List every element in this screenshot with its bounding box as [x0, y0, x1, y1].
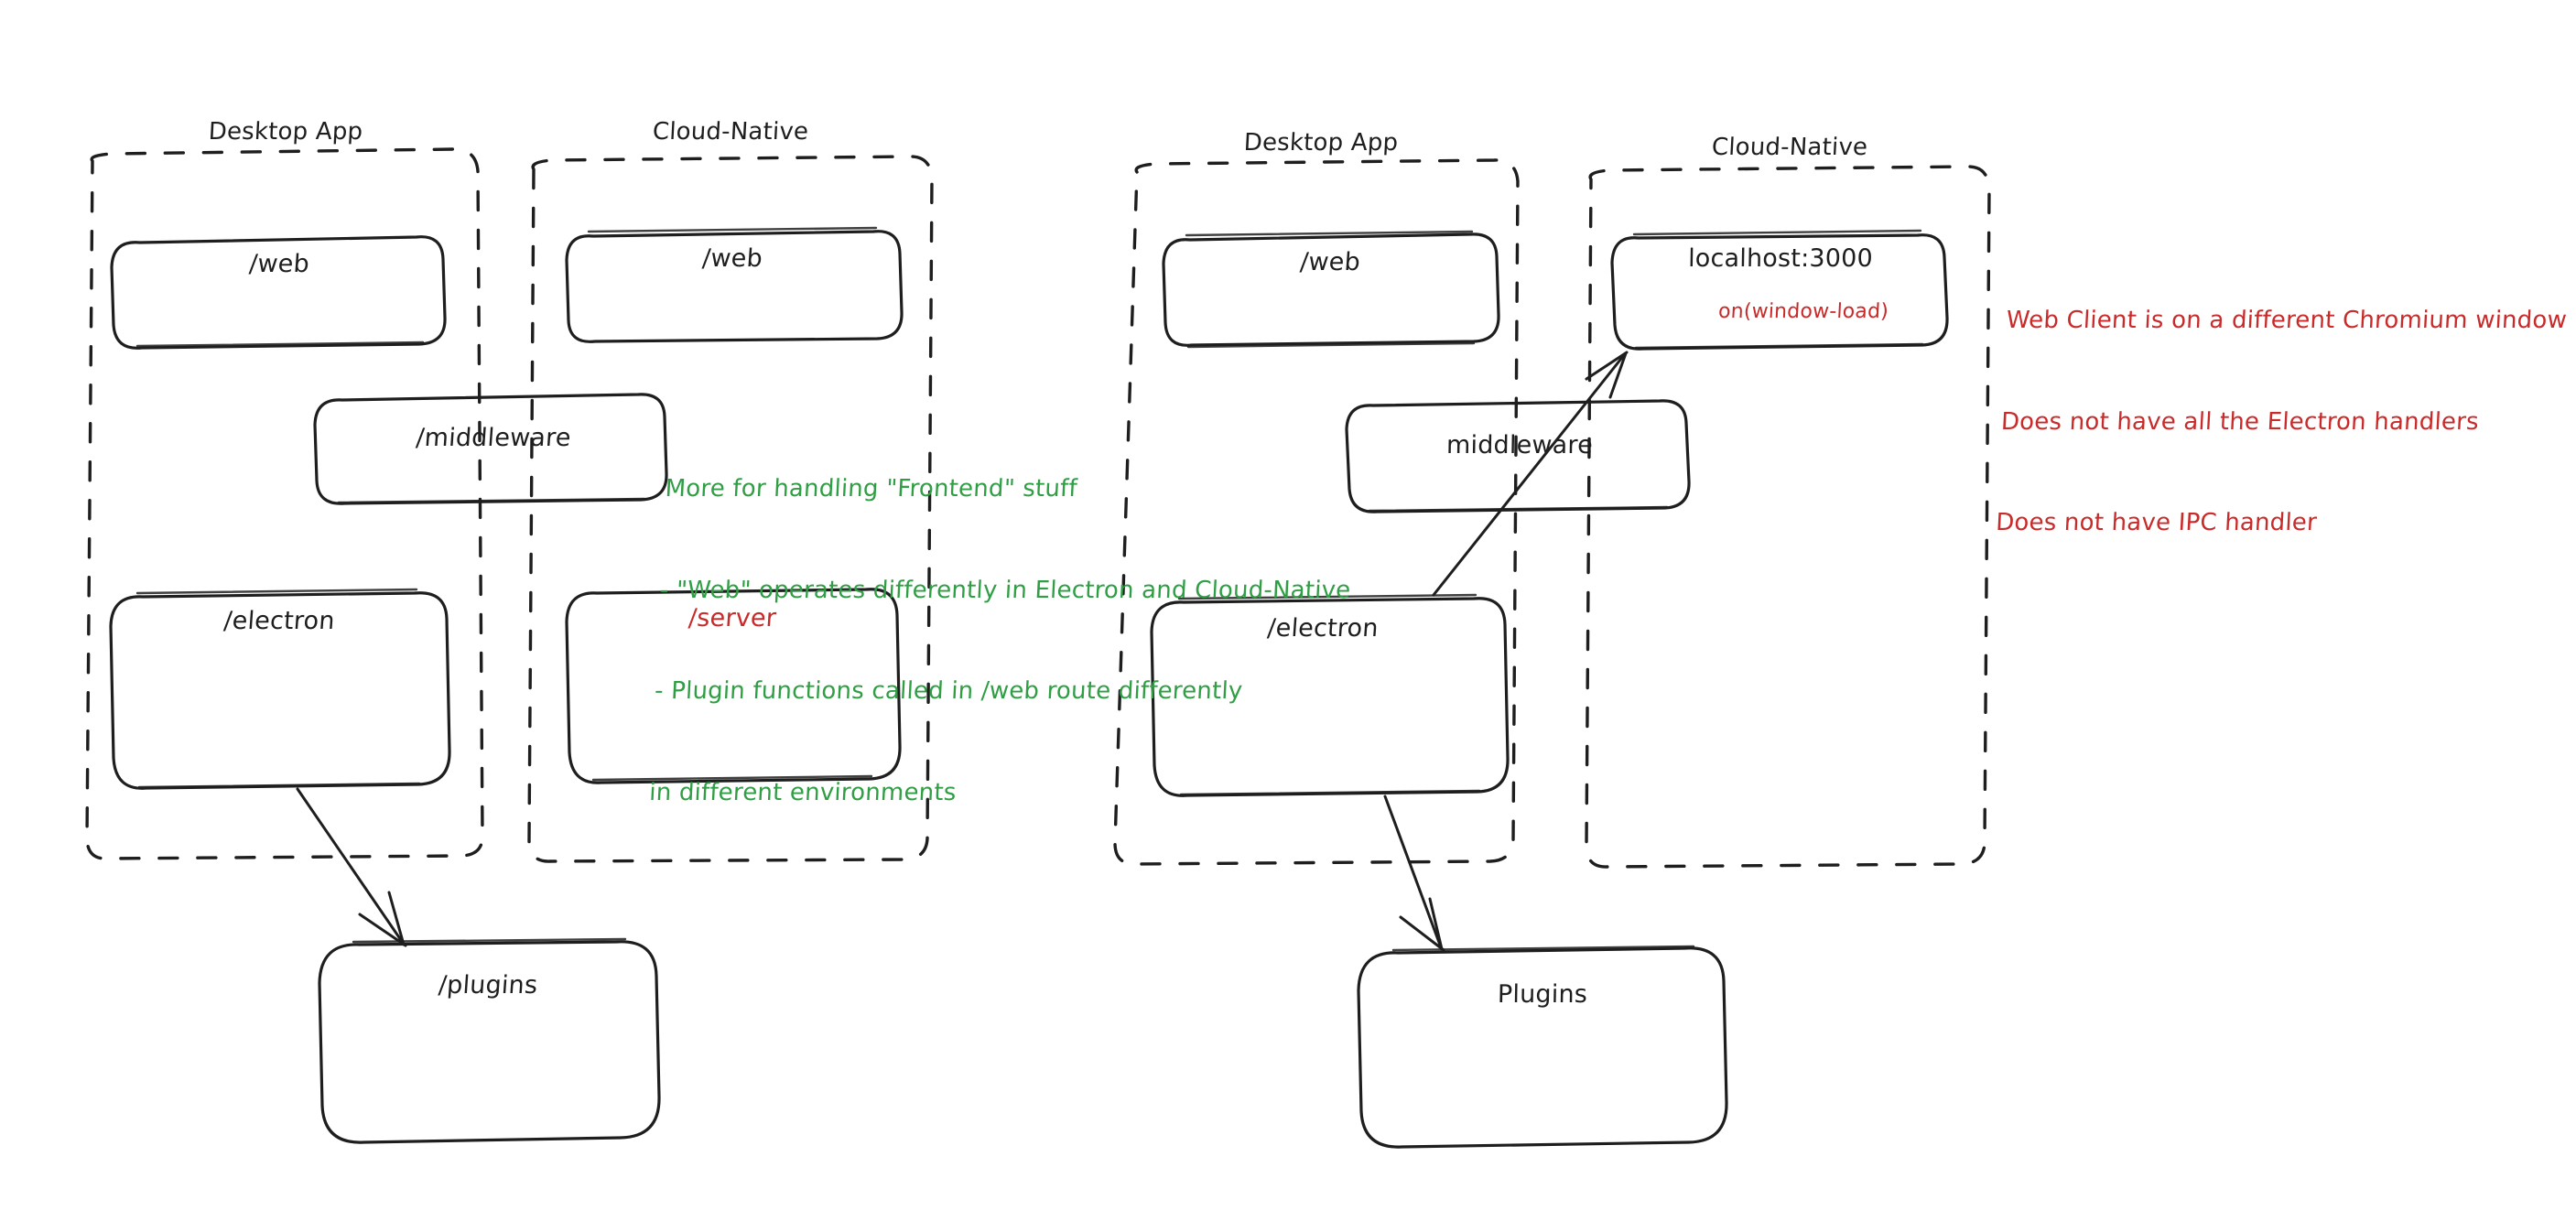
right-middleware-box-label[interactable]: middleware: [1445, 431, 1594, 459]
green-note-line-4: in different environments: [648, 778, 958, 806]
left-desktop-group-title: Desktop App: [207, 118, 364, 146]
left-electron-to-plugins-arrow: [296, 787, 407, 947]
red-note-line-2: Does not have all the Electron handlers: [2000, 407, 2480, 436]
right-localhost-box-sublabel: on(window-load): [1717, 300, 1889, 323]
left-middleware-box-label[interactable]: /middleware: [415, 424, 572, 452]
right-electron-box-label[interactable]: /electron: [1266, 614, 1380, 643]
green-note-line-2: - "Web" operates differently in Electron…: [659, 576, 1352, 604]
red-annotation-note: Web Client is on a different Chromium wi…: [1991, 236, 2576, 608]
green-note-line-1: More for handling "Frontend" stuff: [664, 474, 1078, 503]
right-cloud-group-title: Cloud-Native: [1711, 134, 1868, 161]
left-electron-box-label[interactable]: /electron: [222, 607, 336, 635]
red-note-line-3: Does not have IPC handler: [1995, 509, 2318, 537]
left-desktop-web-box-label[interactable]: /web: [248, 250, 310, 278]
left-cloud-web-box-label[interactable]: /web: [701, 244, 763, 273]
green-note-line-3: - Plugin functions called in /web route …: [654, 677, 1244, 706]
right-plugins-box-label[interactable]: Plugins: [1497, 980, 1588, 1009]
left-plugins-box-label[interactable]: /plugins: [437, 971, 539, 1000]
right-desktop-group-title: Desktop App: [1242, 129, 1400, 157]
right-desktop-web-box-label[interactable]: /web: [1299, 248, 1361, 276]
red-note-line-1: Web Client is on a different Chromium wi…: [2006, 306, 2568, 334]
electron-to-localhost-arrow: [1432, 351, 1629, 597]
right-plugins-box-border: [1357, 945, 1728, 1149]
right-localhost-box-label[interactable]: localhost:3000: [1687, 244, 1874, 273]
right-electron-to-plugins-arrow: [1383, 794, 1445, 952]
left-cloud-group-title: Cloud-Native: [652, 118, 809, 146]
